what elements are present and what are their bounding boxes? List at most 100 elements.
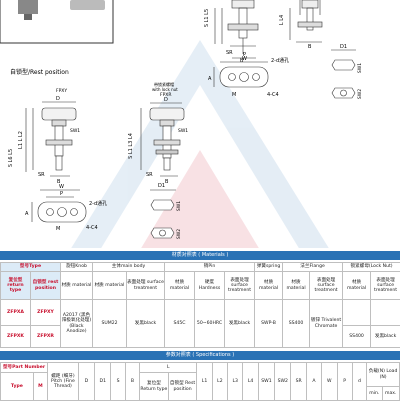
fpxr-label-en: with lock nut (152, 87, 178, 92)
top-right-drawing (214, 0, 323, 54)
fpxr-drawing (140, 102, 185, 177)
spec-header-return: 复位型 Return type (139, 372, 169, 401)
spec-header-load: 负载(N) Load (N) (366, 362, 400, 387)
dim-label-B-top2: B (308, 44, 312, 50)
mat-nut-surface-empty (370, 299, 400, 326)
dim-label-B-fpxy: B (57, 179, 61, 185)
mat-header-flange-material: 材质 material (282, 271, 311, 300)
dim-label-L-fpxy: L1 L L2 (18, 131, 24, 149)
fpxr-label: FPXR (160, 92, 172, 98)
mat-header-body-surface: 表面处理 surface treatment (126, 271, 165, 300)
spec-header-D1: D1 (94, 362, 112, 401)
dim-label-SW2-top: SW2 (357, 89, 363, 99)
mat-row1-rest: ZFPXY (30, 299, 61, 326)
mat-header-pin: 销Pin (163, 262, 256, 272)
spec-header-L1: L1 (196, 362, 213, 401)
spec-header-thread: 螺距 (细牙) Pitch (Fine Thread) (47, 362, 79, 401)
mat-header-flange: 法兰Flange (282, 262, 344, 272)
dim-label-D-fpxr: D (164, 97, 168, 103)
dim-label-D1-mid: D1 (158, 183, 165, 189)
dim-label-SW2-mid: SW2 (176, 229, 182, 239)
c-note-top: 4-C4 (267, 92, 279, 98)
mat-pin-surface: 发黑black (223, 299, 256, 348)
spec-header-L: L (139, 362, 198, 373)
dim-label-SW1-top: SW1 (357, 63, 363, 73)
dim-label-A-mid: A (25, 211, 29, 217)
mat-header-pin-surface: 表面处理 surface treatment (223, 271, 256, 300)
mat-header-pin-material: 材质 material (164, 271, 195, 300)
mat-row2-return: ZFPXK (0, 325, 31, 348)
mat-row2-rest: ZFPXR (30, 325, 61, 348)
materials-banner: 材质对照表 ( Materials ) (0, 251, 400, 260)
materials-table: 型号Type 旋钮Knob 主体main body 销Pin 弹簧spring … (0, 262, 400, 348)
dim-label-M-mid: M (56, 226, 60, 232)
mat-pin-material: S45C (164, 299, 195, 348)
dim-label-P-top: P (243, 52, 246, 58)
technical-drawing: S L1 L5 L L4 SR B B W P A M 2-d通孔 4-C4 D… (0, 0, 363, 248)
spec-table: 型号Part Number 螺距 (细牙) Pitch (Fine Thread… (0, 362, 400, 401)
spec-header-max: max. (381, 386, 400, 401)
spec-header-SR: SR (290, 362, 307, 401)
spec-header-W: W (321, 362, 338, 401)
spec-header-rest: 自锁型 Rest position (167, 372, 198, 401)
watermark-logo (71, 40, 329, 248)
dim-label-D1-top: D1 (340, 44, 347, 50)
mat-pin-hardness: 50~60HRC (194, 299, 225, 348)
spec-header-min: min. (366, 386, 383, 401)
product-photo (18, 0, 105, 20)
mat-flange-surface: 镀锌 Trivalent Chromate (309, 299, 344, 348)
mat-header-type: 型号Type (0, 262, 61, 272)
spec-header-B: B (124, 362, 141, 401)
mat-header-rest: 自锁型 rest position (30, 271, 61, 300)
fpxr-label-cn: 带锁紧螺帽 (154, 81, 174, 87)
mat-header-flange-surface: 表面处理 surface treatment (309, 271, 344, 300)
mat-header-nut-material: 材质 material (342, 271, 372, 300)
dim-label-L5-fpxy: S L6 L5 (8, 149, 14, 167)
fpxy-drawing (25, 101, 77, 177)
spec-header-P: P (336, 362, 353, 401)
dim-label-SR-fpxy: SR (38, 172, 45, 178)
dim-label-L-fpxr: S L1 L3 L4 (128, 133, 134, 159)
dim-label-SR-top: SR (226, 50, 233, 56)
mat-body-surface: 发黑black (126, 299, 165, 348)
dim-label-B-fpxr: B (165, 179, 169, 185)
mat-nut-surface: 发黑black (370, 325, 400, 348)
spec-header-D: D (77, 362, 96, 401)
spec-header-SW1: SW1 (257, 362, 276, 401)
spec-header-L2: L2 (211, 362, 229, 401)
spec-header-SW2: SW2 (274, 362, 292, 401)
lock-nut-top (331, 49, 356, 99)
dim-label-SR-fpxr: SR (146, 172, 153, 178)
mat-header-nut-surface: 表面处理 surface treatment (370, 271, 400, 300)
dim-label-W-mid: W (59, 184, 64, 190)
mat-row1-return: ZFPXA (0, 299, 31, 326)
rest-position-label: 自锁型/Rest position (10, 68, 69, 76)
mat-header-knob-material: 材质 material (60, 271, 93, 300)
mat-header-body: 主体main body (92, 262, 165, 272)
dim-label-SW1-mid: SW1 (176, 201, 182, 211)
mat-header-body-material: 材质 material (92, 271, 127, 300)
dim-label-L5-top: S L1 L5 (204, 9, 210, 27)
mat-knob-material: A2017 (黑色阳极氧化处理)(Black Anodize) (60, 299, 93, 348)
mat-header-knob: 旋钮Knob (60, 262, 93, 272)
flange-plate-top (213, 57, 269, 88)
spec-header-d: d (351, 362, 368, 401)
spec-header-part: 型号Part Number (0, 362, 49, 373)
mat-flange-material: SS400 (282, 299, 311, 348)
mat-nut-material-empty (342, 299, 372, 326)
dim-label-D-fpxy: D (56, 96, 60, 102)
dim-label-SW1-fpxr: SW1 (178, 128, 188, 134)
flange-plate-mid (31, 189, 87, 223)
dim-label-SW1-fpxy: SW1 (70, 128, 80, 134)
dim-label-M-top: M (232, 92, 236, 98)
c-note-mid: 4-C4 (86, 225, 98, 231)
spec-header-L3: L3 (227, 362, 244, 401)
mat-body-material: SUM22 (92, 299, 127, 348)
spec-header-L4: L4 (242, 362, 259, 401)
mat-header-pin-hardness: 硬度 Hardness (194, 271, 225, 300)
mat-spring-material: SWP-B (254, 299, 284, 348)
hole-note-mid: 2-d通孔 (89, 200, 107, 207)
dim-label-W-top: W (242, 56, 247, 62)
spec-banner: 参数对照表 ( Specifications ) (0, 351, 400, 360)
mat-header-locknut: 锁紧螺母(Lock Nut) (342, 262, 400, 272)
